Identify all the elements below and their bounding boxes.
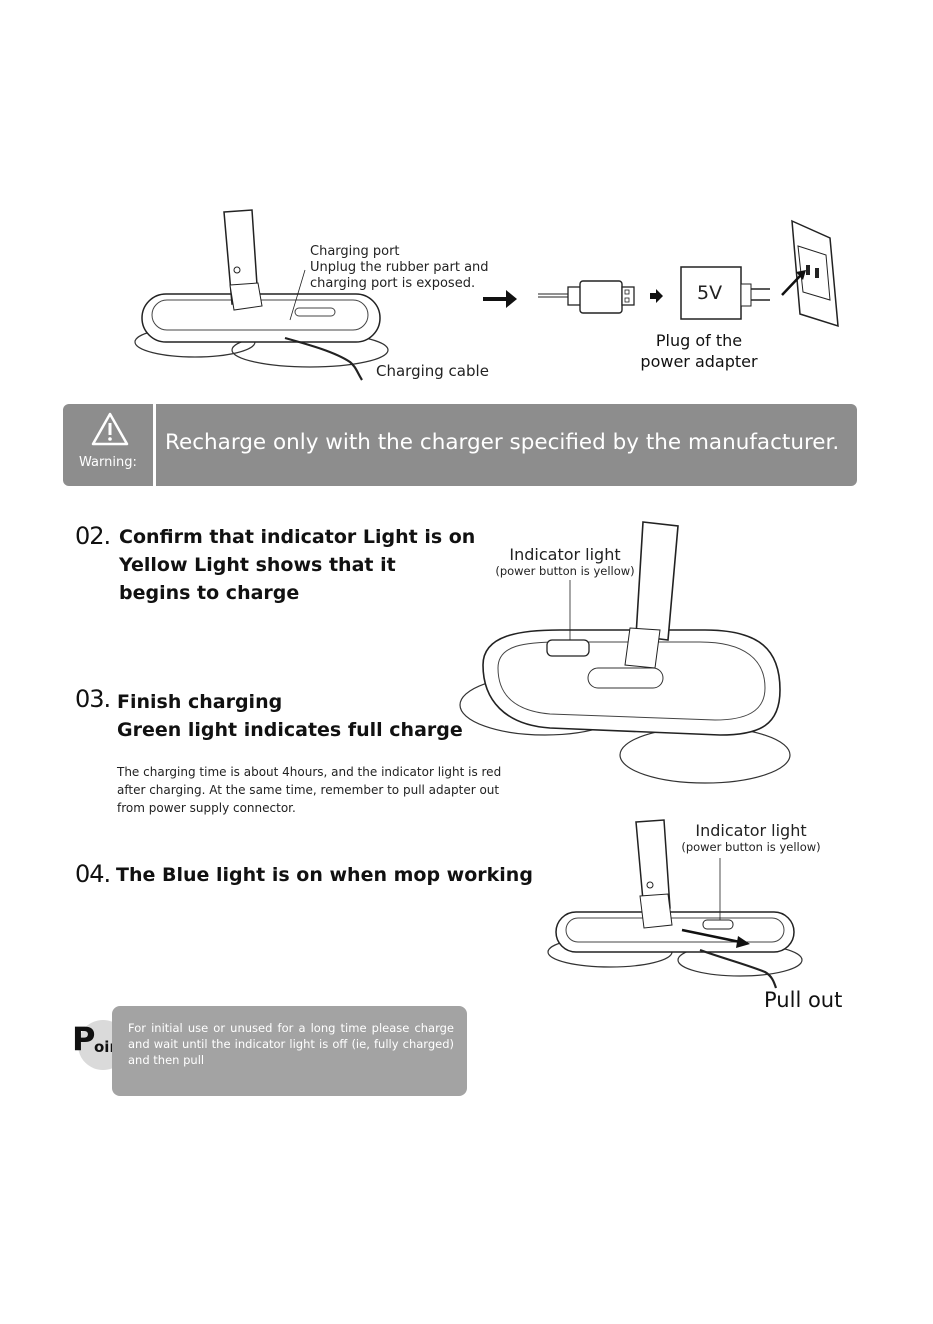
- charging-port-callout: Charging port Unplug the rubber part and…: [310, 244, 489, 292]
- step-03-text: Finish charging Green light indicates fu…: [117, 688, 463, 744]
- step-04-number: 04.: [75, 860, 111, 888]
- point-text: For initial use or unused for a long tim…: [128, 1021, 454, 1067]
- step-03-note: The charging time is about 4hours, and t…: [117, 763, 537, 817]
- step-02-indicator-callout: Indicator light (power button is yellow): [480, 545, 650, 578]
- charging-port-line2: charging port is exposed.: [310, 276, 476, 291]
- adapter-label-line2: power adapter: [640, 352, 758, 371]
- step-03-line1: Finish charging: [117, 691, 283, 713]
- charging-port-title: Charging port: [310, 244, 400, 259]
- point-logo-letter: P: [72, 1020, 96, 1058]
- adapter-voltage-label: 5V: [697, 282, 723, 304]
- warning-bar: [63, 404, 857, 486]
- step-02-line1: Confirm that indicator Light is on: [119, 526, 476, 548]
- step-03-note-line2: after charging. At the same time, rememb…: [117, 783, 500, 797]
- step-02-callout-sub: (power button is yellow): [495, 564, 635, 578]
- step-02-line2: Yellow Light shows that it: [119, 554, 396, 576]
- step-02-number: 02.: [75, 522, 111, 550]
- adapter-label: Plug of the power adapter: [634, 330, 764, 372]
- pull-out-label: Pull out: [764, 988, 843, 1012]
- charging-cable-label: Charging cable: [376, 362, 489, 380]
- warning-triangle-icon: [91, 412, 129, 446]
- step-02-line3: begins to charge: [119, 582, 300, 604]
- step-03-number: 03.: [75, 685, 111, 713]
- step-04-text: The Blue light is on when mop working: [116, 864, 533, 886]
- step-03-note-line1: The charging time is about 4hours, and t…: [117, 765, 502, 779]
- warning-label: Warning:: [79, 455, 137, 470]
- step-02-callout-title: Indicator light: [509, 545, 621, 564]
- charging-port-line1: Unplug the rubber part and: [310, 260, 489, 275]
- step-04-callout-sub: (power button is yellow): [681, 840, 821, 854]
- point-box: [112, 1006, 467, 1096]
- warning-divider: [153, 404, 156, 486]
- step-03-line2: Green light indicates full charge: [117, 719, 463, 741]
- step-02-text: Confirm that indicator Light is on Yello…: [119, 523, 475, 607]
- warning-text: Recharge only with the charger specified…: [165, 430, 840, 455]
- adapter-label-line1: Plug of the: [655, 331, 743, 350]
- step-04-callout-title: Indicator light: [695, 821, 807, 840]
- step-04-indicator-callout: Indicator light (power button is yellow): [676, 821, 826, 854]
- step-03-note-line3: from power supply connector.: [117, 801, 296, 815]
